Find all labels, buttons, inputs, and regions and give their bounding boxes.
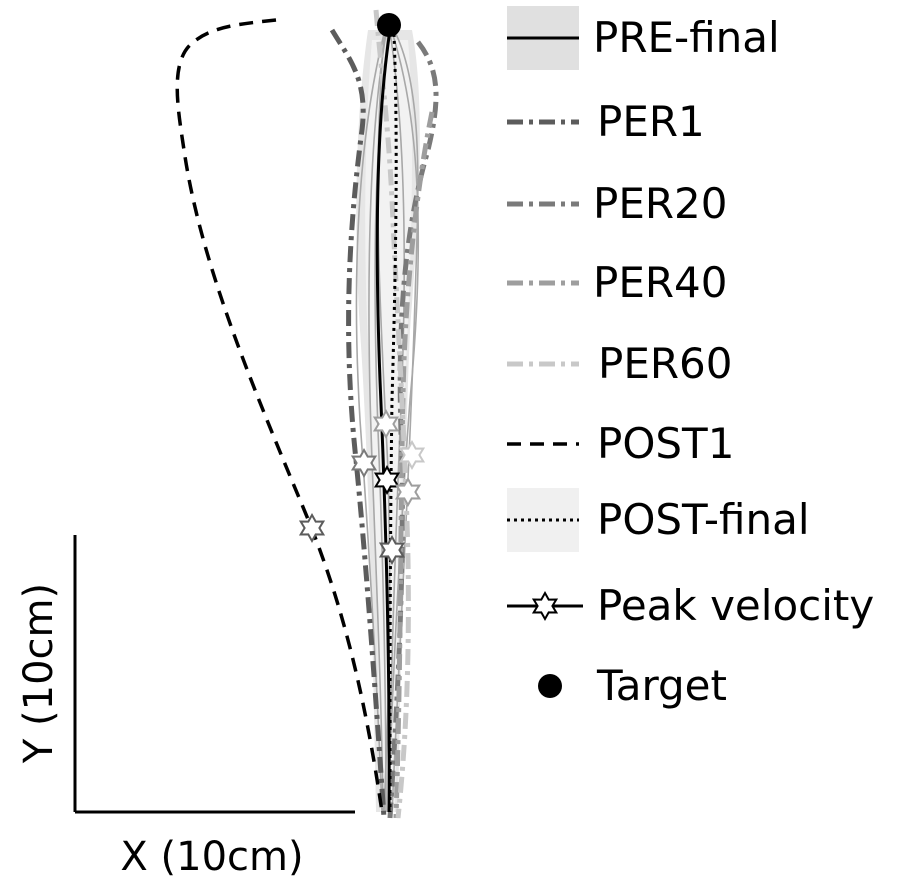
legend-item-per60: PER60 (507, 339, 733, 388)
y-axis-label: Y (10cm) (16, 583, 62, 764)
legend: PRE-final PER1 PER20 PER40 PER60 POST1 (507, 6, 874, 710)
legend-item-per1: PER1 (507, 97, 705, 146)
legend-label-per20: PER20 (593, 179, 728, 228)
legend-item-per40: PER40 (507, 258, 728, 307)
trajectory-per40 (393, 111, 435, 819)
legend-item-post1: POST1 (507, 419, 734, 468)
legend-item-peak-velocity: Peak velocity (507, 581, 874, 630)
legend-item-pre-final: PRE-final (507, 6, 780, 70)
legend-label-peak-velocity: Peak velocity (597, 581, 874, 630)
legend-label-per1: PER1 (597, 97, 705, 146)
legend-label-post1: POST1 (597, 419, 734, 468)
legend-label-target: Target (596, 661, 727, 710)
axes (73, 535, 355, 814)
trajectory-post-final (388, 33, 398, 813)
legend-label-pre-final: PRE-final (593, 13, 780, 62)
legend-item-target: Target (538, 661, 727, 710)
target-dot (377, 13, 401, 37)
legend-item-post-final: POST-final (507, 488, 809, 552)
trajectory-per20 (387, 40, 439, 819)
legend-label-per40: PER40 (593, 258, 728, 307)
trajectory-per1 (329, 28, 387, 819)
legend-item-per20: PER20 (507, 179, 728, 228)
legend-label-post-final: POST-final (597, 495, 809, 544)
x-axis-label: X (10cm) (120, 834, 303, 880)
trajectory-per60 (373, 9, 411, 819)
legend-label-per60: PER60 (598, 339, 733, 388)
